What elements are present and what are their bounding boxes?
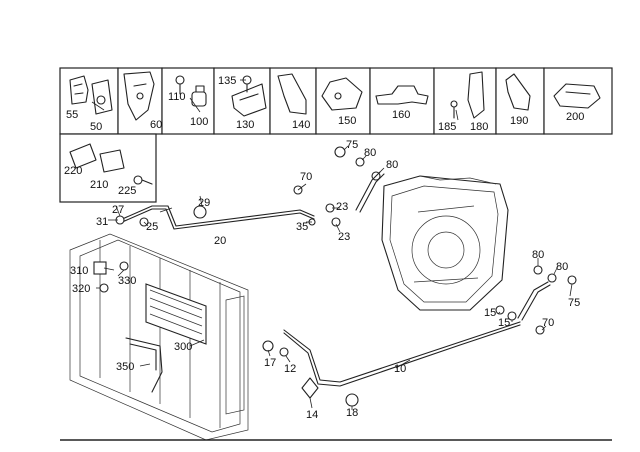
bracket-part-190 (505, 73, 531, 111)
callout-80-upper-a: 80 (364, 147, 376, 159)
pipe-part-10 (283, 321, 521, 387)
holder-part-200 (553, 83, 601, 109)
clip-part-55 (69, 75, 89, 105)
callout-300: 300 (174, 341, 192, 353)
label-55: 55 (66, 109, 78, 121)
callout-80-lower-a: 80 (532, 249, 544, 261)
callout-75-lower: 75 (568, 297, 580, 309)
bolt-part-135 (242, 75, 252, 93)
callout-320: 320 (72, 283, 90, 295)
clip-part-220 (69, 143, 97, 169)
label-135: 135 (218, 75, 236, 87)
callout-27: 27 (112, 204, 124, 216)
pipe-connector-upper (355, 171, 385, 213)
label-180: 180 (470, 121, 488, 133)
pipe-part-20 (119, 205, 315, 230)
label-130: 130 (236, 119, 254, 131)
callout-29: 29 (198, 197, 210, 209)
callout-15-a: 15 (484, 307, 496, 319)
label-210: 210 (90, 179, 108, 191)
callout-80-lower-b: 80 (556, 261, 568, 273)
bracket-part-60 (123, 71, 155, 121)
callout-17: 17 (264, 357, 276, 369)
bracket-part-180 (467, 71, 485, 119)
bracket-part-130 (231, 83, 267, 117)
callout-35: 35 (296, 221, 308, 233)
small-fittings (115, 146, 577, 407)
label-160: 160 (392, 109, 410, 121)
bolt-part-225 (133, 175, 153, 185)
clamp-part-100 (191, 85, 207, 107)
callout-80-upper-b: 80 (386, 159, 398, 171)
bolt-part-110 (175, 75, 185, 95)
line-part-350 (125, 337, 163, 393)
callout-10: 10 (394, 363, 406, 375)
label-60: 60 (150, 119, 162, 131)
label-50: 50 (90, 121, 102, 133)
label-140: 140 (292, 119, 310, 131)
callout-23-b: 23 (338, 231, 350, 243)
label-185: 185 (438, 121, 456, 133)
callout-12: 12 (284, 363, 296, 375)
callout-70-lower: 70 (542, 317, 554, 329)
callout-70-upper: 70 (300, 171, 312, 183)
cell-160 (369, 67, 435, 135)
label-100: 100 (190, 116, 208, 128)
callout-350: 350 (116, 361, 134, 373)
pipe-connector-right (517, 281, 551, 321)
cell-200 (543, 67, 613, 135)
callout-20: 20 (214, 235, 226, 247)
callout-31: 31 (96, 216, 108, 228)
screw-part-185 (450, 100, 458, 119)
clip-part-210 (99, 149, 125, 173)
bolt-part-330 (119, 261, 129, 271)
radiator-assembly (69, 233, 249, 441)
bracket-part-150 (321, 77, 363, 111)
callout-75-upper: 75 (346, 139, 358, 151)
callout-23-a: 23 (336, 201, 348, 213)
callout-18: 18 (346, 407, 358, 419)
bracket-part-140 (277, 73, 307, 115)
bracket-part-160 (375, 85, 429, 105)
callout-310: 310 (70, 265, 88, 277)
label-150: 150 (338, 115, 356, 127)
cell-185-180 (433, 67, 497, 135)
cell-60 (117, 67, 163, 135)
callout-330: 330 (118, 275, 136, 287)
cell-140 (269, 67, 317, 135)
callout-25: 25 (146, 221, 158, 233)
label-190: 190 (510, 115, 528, 127)
fitting-part-320 (99, 283, 109, 293)
label-220: 220 (64, 165, 82, 177)
oil-cooler-part-300 (145, 283, 207, 345)
callout-14: 14 (306, 409, 318, 421)
transmission-housing (381, 175, 509, 311)
cell-55-50 (59, 67, 119, 135)
label-225: 225 (118, 185, 136, 197)
label-200: 200 (566, 111, 584, 123)
cell-190 (495, 67, 545, 135)
leader-lines (91, 79, 573, 410)
label-110: 110 (168, 91, 186, 103)
callout-15-b: 15 (498, 317, 510, 329)
